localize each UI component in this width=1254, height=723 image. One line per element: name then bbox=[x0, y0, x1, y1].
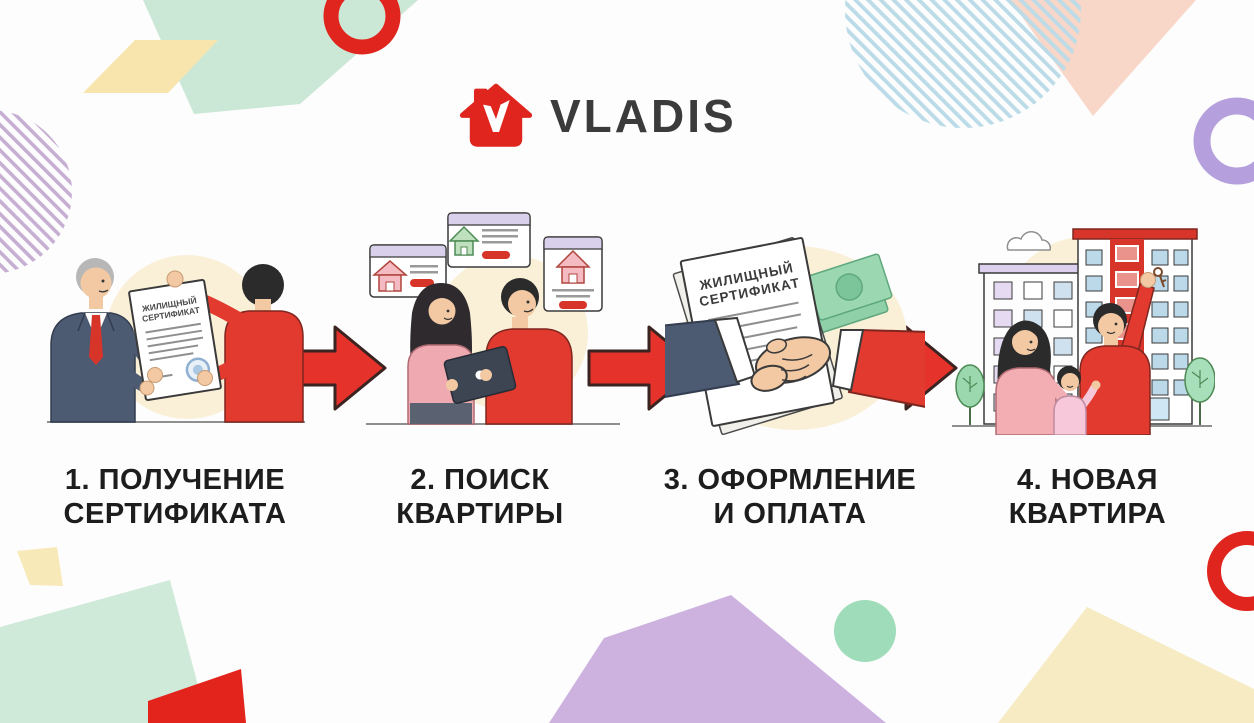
step1-label-line2: СЕРТИФИКАТА bbox=[63, 498, 287, 530]
step2-label-line1: 2. ПОИСК bbox=[410, 464, 550, 496]
step4-label: 4. НОВАЯ КВАРТИРА bbox=[955, 463, 1220, 531]
logo-house-icon bbox=[459, 83, 533, 147]
decor-yellow-triangle-bottomright bbox=[998, 607, 1254, 723]
step3-label: 3. ОФОРМЛЕНИЕ И ОПЛАТА bbox=[650, 463, 930, 531]
decor-striped-circle-topright bbox=[845, 0, 1081, 128]
decor-red-ring-top bbox=[323, 0, 401, 55]
daughter-person bbox=[1053, 366, 1101, 435]
logo: VLADIS bbox=[458, 80, 737, 152]
tree-left bbox=[955, 364, 985, 425]
listing-card-middle bbox=[447, 212, 531, 268]
mother-person bbox=[995, 320, 1074, 435]
listing-card-left bbox=[369, 244, 447, 298]
step1-illustration-certificate-handover: ЖИЛИЩНЫЙ СЕРТИФИКАТ bbox=[47, 255, 305, 423]
decor-mint-polygon-top bbox=[143, 0, 418, 114]
decor-mint-circle-bottom bbox=[834, 600, 896, 662]
decor-yellow-parallelogram-top bbox=[83, 40, 218, 93]
step3-illustration-deal: ЖИЛИЩНЫЙ СЕРТИФИКАТ bbox=[665, 237, 925, 436]
listing-button bbox=[410, 279, 434, 287]
father-person bbox=[1079, 267, 1167, 435]
listing-button bbox=[559, 301, 587, 309]
logo-brand-text: VLADIS bbox=[550, 90, 737, 142]
handshake bbox=[665, 316, 925, 408]
hand bbox=[197, 370, 213, 386]
listing-card-right bbox=[543, 236, 603, 312]
step4-label-line1: 4. НОВАЯ bbox=[1016, 464, 1159, 496]
hand bbox=[480, 369, 492, 381]
step2-illustration-search bbox=[366, 212, 620, 425]
step4-illustration-new-home bbox=[952, 228, 1215, 435]
decor-purple-ring-right bbox=[1193, 97, 1254, 185]
decor-purple-diamond-bottom bbox=[549, 595, 886, 723]
listing-button bbox=[482, 251, 510, 259]
decor-red-ring-bottomright bbox=[1207, 531, 1254, 611]
decor-striped-circle-left bbox=[0, 110, 72, 274]
decor-mint-rect-bottomleft bbox=[0, 580, 208, 723]
step1-label-line1: 1. ПОЛУЧЕНИЕ bbox=[64, 464, 286, 496]
cloud-icon bbox=[1006, 231, 1051, 251]
step1-label: 1. ПОЛУЧЕНИЕ СЕРТИФИКАТА bbox=[35, 463, 315, 531]
hand bbox=[147, 367, 163, 383]
money-banknotes bbox=[802, 253, 893, 335]
keys-icon bbox=[1153, 267, 1163, 277]
decor-yellow-blob-bottomleft bbox=[17, 547, 63, 586]
step2-label-line2: КВАРТИРЫ bbox=[396, 498, 564, 530]
step4-label-line2: КВАРТИРА bbox=[1008, 498, 1167, 530]
hand bbox=[166, 270, 184, 288]
hand bbox=[139, 380, 155, 396]
hand bbox=[446, 379, 458, 391]
step3-label-line1: 3. ОФОРМЛЕНИЕ bbox=[663, 464, 917, 496]
step3-label-line2: И ОПЛАТА bbox=[713, 498, 867, 530]
step2-label: 2. ПОИСК КВАРТИРЫ bbox=[355, 463, 605, 531]
decor-red-quad-bottomleft bbox=[148, 669, 246, 723]
tree-right bbox=[1184, 357, 1215, 425]
